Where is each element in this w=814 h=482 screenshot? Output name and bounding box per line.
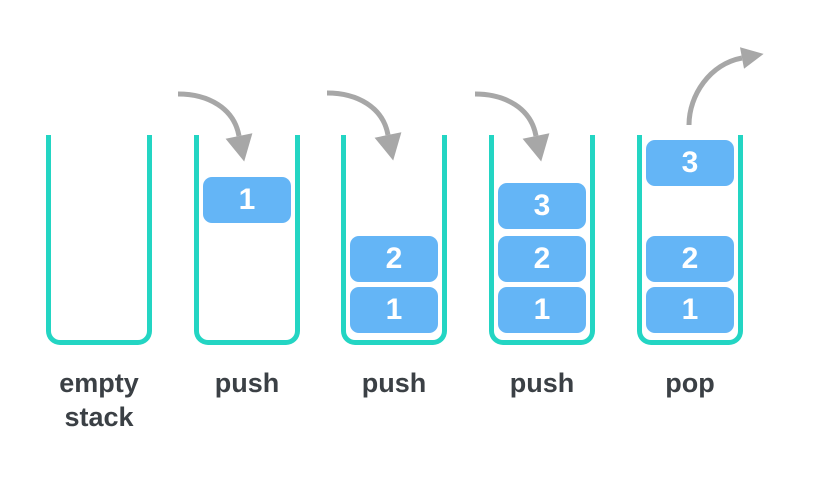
stack-element: 1 <box>646 287 734 333</box>
stage-label-push-1: push <box>214 368 280 398</box>
stack-element: 1 <box>498 287 586 333</box>
stage-label-pop: pop <box>665 368 715 398</box>
stage-label-push-2: push <box>361 368 427 398</box>
stage-label-push-3: push <box>509 368 575 398</box>
stack-container-push-2 <box>341 135 447 345</box>
stack-container-pop <box>637 135 743 345</box>
stack-element: 1 <box>350 287 438 333</box>
stack-container-push-1 <box>194 135 300 345</box>
stack-element: 2 <box>498 236 586 282</box>
push-arrow-icon <box>326 90 402 161</box>
stage-label-empty-stack: empty stack <box>59 368 139 432</box>
stack-container-push-3 <box>489 135 595 345</box>
push-arrow-icon <box>474 91 550 162</box>
push-arrow-icon <box>177 91 253 162</box>
stack-element: 2 <box>646 236 734 282</box>
stack-container-empty <box>46 135 152 345</box>
stack-element: 3 <box>498 183 586 229</box>
stack-element-popping: 3 <box>646 140 734 186</box>
stack-element: 2 <box>350 236 438 282</box>
stack-element: 1 <box>203 177 291 223</box>
pop-arrow-icon <box>686 47 764 126</box>
